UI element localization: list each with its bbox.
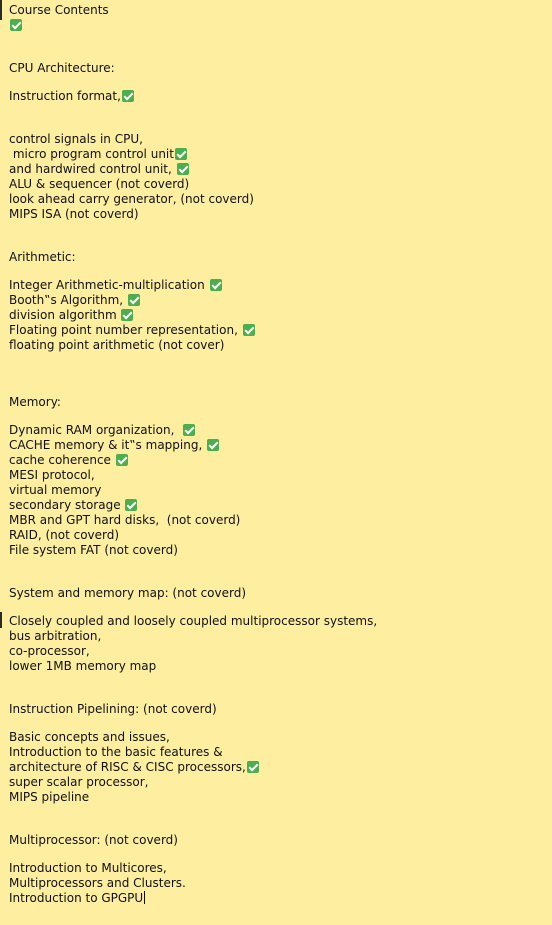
section-heading-multiprocessor: Multiprocessor: (not coverd) [9, 833, 178, 847]
list-item: MESI protocol, [9, 468, 95, 482]
sticky-note-editor[interactable]: Course Contents CPU Architecture: Instru… [9, 3, 545, 906]
title-status [9, 18, 545, 33]
check-mark-icon [174, 148, 187, 160]
list-item: File system FAT (not coverd) [9, 543, 178, 557]
list-item: division algorithm [9, 308, 545, 323]
check-mark-icon [246, 761, 259, 773]
list-item: Introduction to Multicores, [9, 861, 167, 875]
list-item: Floating point number representation, [9, 323, 545, 338]
check-mark-icon [121, 309, 134, 321]
list-item: lower 1MB memory map [9, 659, 157, 673]
list-item: MIPS ISA (not coverd) [9, 207, 139, 221]
check-mark-icon [209, 279, 222, 291]
list-item: Multiprocessors and Clusters. [9, 876, 186, 890]
section-heading-system: System and memory map: (not coverd) [9, 586, 247, 600]
list-item: Booth‟s Algorithm, [9, 293, 545, 308]
list-item: CACHE memory & it‟s mapping, [9, 438, 545, 453]
check-mark-icon [10, 19, 22, 31]
check-mark-icon [125, 499, 138, 511]
check-mark-icon [176, 163, 189, 175]
list-item: virtual memory [9, 483, 102, 497]
list-item: RAID, (not coverd) [9, 528, 120, 542]
section-heading-memory: Memory: [9, 395, 61, 409]
check-mark-icon [121, 90, 134, 102]
list-item: and hardwired control unit, [9, 162, 545, 177]
check-mark-icon [242, 324, 255, 336]
list-item: micro program control unit [9, 147, 545, 162]
section-heading-pipelining: Instruction Pipelining: (not coverd) [9, 702, 217, 716]
check-mark-icon [207, 439, 220, 451]
list-item: look ahead carry generator, (not coverd) [9, 192, 254, 206]
list-item: Introduction to the basic features & [9, 745, 223, 759]
note-left-edge [0, 0, 2, 20]
list-item: Integer Arithmetic-multiplication [9, 278, 545, 293]
note-left-edge-marker [0, 612, 2, 628]
check-mark-icon [127, 294, 140, 306]
list-item: cache coherence [9, 453, 545, 468]
section-heading-arithmetic: Arithmetic: [9, 250, 76, 264]
list-item: secondary storage [9, 498, 545, 513]
check-mark-icon [183, 424, 196, 436]
list-item: Instruction format, [9, 89, 545, 104]
list-item: super scalar processor, [9, 775, 149, 789]
list-item: Dynamic RAM organization, [9, 423, 545, 438]
list-item: ALU & sequencer (not coverd) [9, 177, 190, 191]
list-item: bus arbitration, [9, 629, 102, 643]
note-title: Course Contents [9, 3, 109, 17]
list-item: MBR and GPT hard disks, (not coverd) [9, 513, 241, 527]
list-item: architecture of RISC & CISC processors, [9, 760, 545, 775]
list-item: Basic concepts and issues, [9, 730, 170, 744]
list-item: control signals in CPU, [9, 132, 143, 146]
list-item: floating point arithmetic (not cover) [9, 338, 225, 352]
check-mark-icon [115, 454, 128, 466]
list-item: co-processor, [9, 644, 90, 658]
section-heading-cpu: CPU Architecture: [9, 61, 115, 75]
list-item: Introduction to GPGPU [9, 891, 146, 905]
text-cursor [144, 891, 146, 904]
list-item: MIPS pipeline [9, 790, 90, 804]
list-item: Closely coupled and loosely coupled mult… [9, 614, 378, 628]
